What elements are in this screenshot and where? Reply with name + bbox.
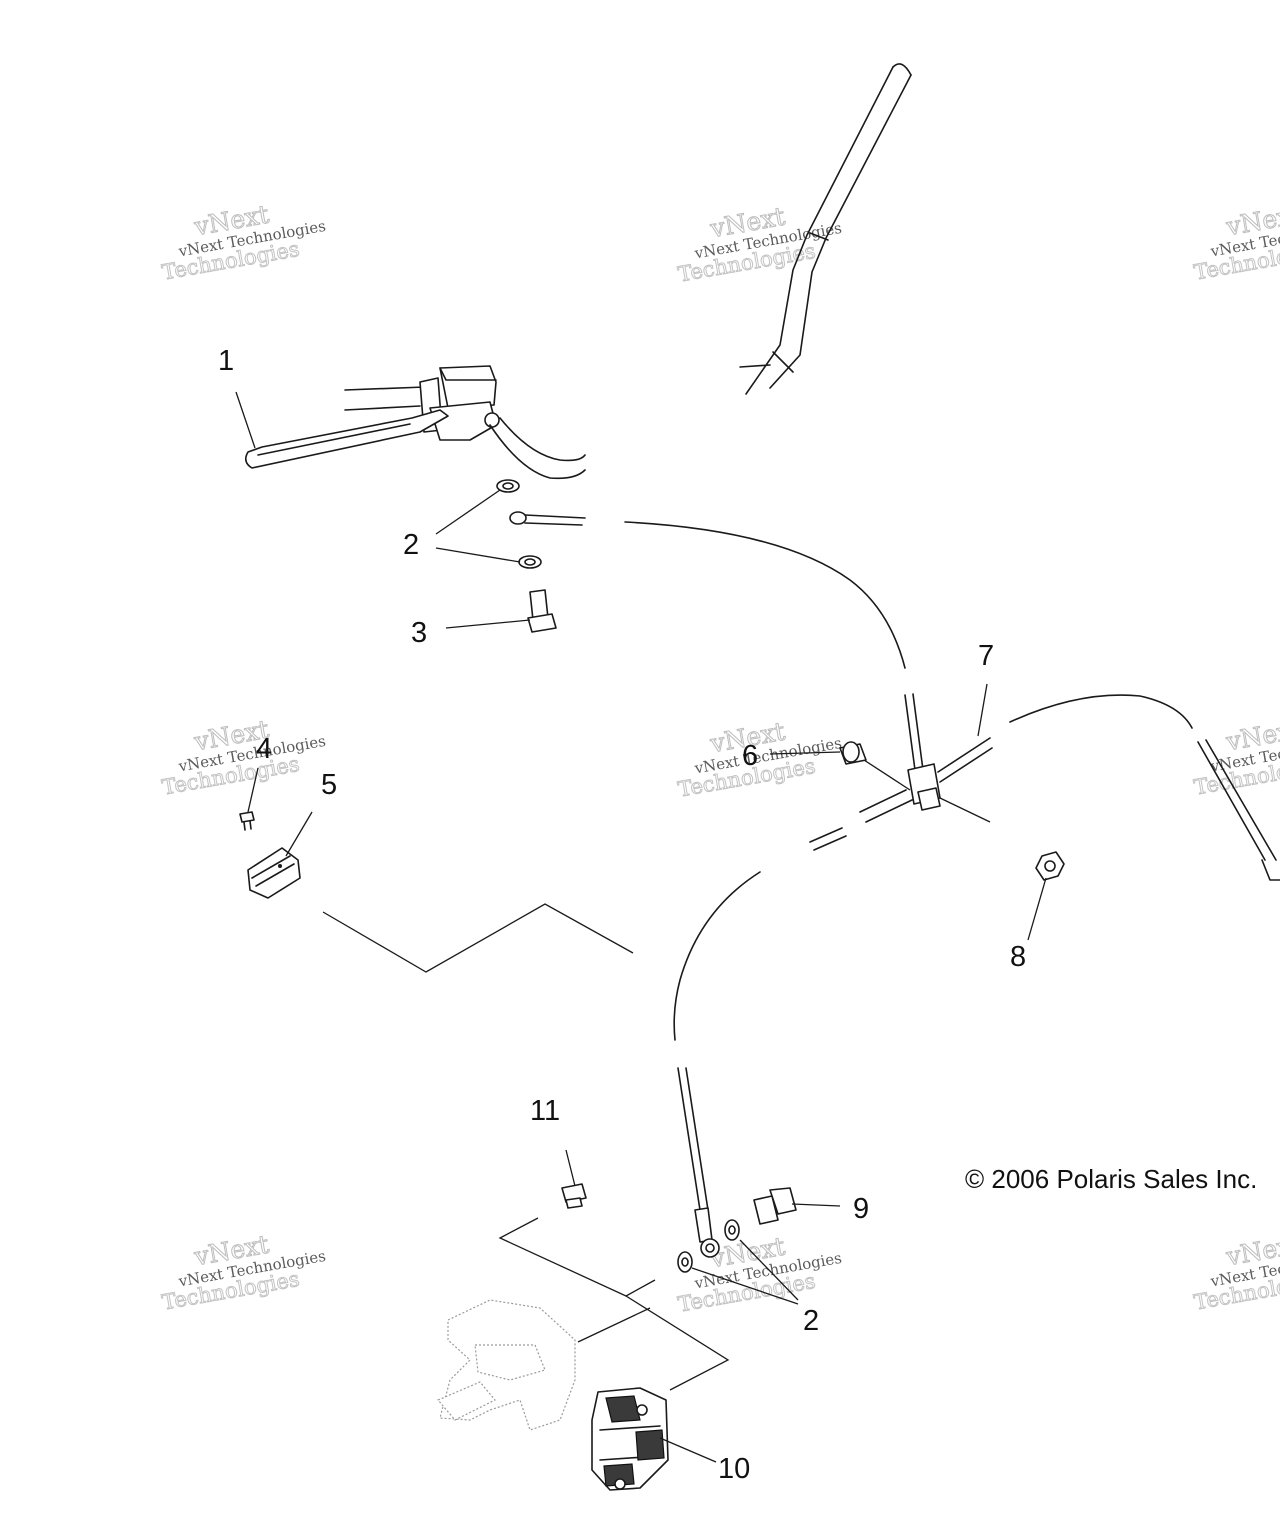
watermark: vNext vNext Technologies Technologies — [160, 199, 327, 285]
watermark-group: vNext vNext Technologies Technologies vN… — [160, 199, 1280, 1317]
callout-11: 11 — [530, 1095, 560, 1127]
callout-6: 6 — [742, 740, 758, 772]
callouts: 1 2 3 4 5 6 7 8 9 10 11 2 — [218, 345, 1026, 1485]
exploded-lines — [322, 903, 730, 1391]
brake-hose-lower — [673, 871, 761, 1258]
callout-7: 7 — [978, 640, 994, 672]
watermark: vNext vNext Technologies Technologies — [1192, 199, 1280, 285]
callout-3: 3 — [411, 617, 427, 649]
lower-banjo-bolt — [677, 1187, 797, 1273]
watermark: vNext vNext Technologies Technologies — [1192, 1229, 1280, 1315]
washers-upper — [496, 479, 586, 569]
callout-1: 1 — [218, 345, 234, 377]
brake-hose-upper — [624, 521, 924, 771]
junction-nut — [1035, 851, 1065, 881]
leader-lines — [235, 391, 1047, 1463]
caliper-bolt — [561, 1183, 587, 1209]
hose-clip — [239, 811, 301, 899]
callout-9: 9 — [853, 1193, 869, 1225]
junction-bolt — [839, 741, 911, 791]
callout-8: 8 — [1010, 941, 1026, 973]
callout-5: 5 — [321, 769, 337, 801]
banjo-bolt — [527, 589, 557, 633]
callout-4: 4 — [256, 733, 272, 765]
watermark: vNext vNext Technologies Technologies — [160, 714, 327, 800]
watermark: vNext vNext Technologies Technologies — [676, 201, 843, 287]
brake-junction — [809, 694, 1280, 881]
watermark: vNext vNext Technologies Technologies — [160, 1229, 327, 1315]
spindle-ghost — [437, 1299, 576, 1431]
callout-2: 2 — [403, 529, 419, 561]
brake-caliper — [591, 1387, 669, 1491]
callout-10: 10 — [718, 1453, 750, 1485]
callout-2-lower: 2 — [803, 1305, 819, 1337]
handlebar — [739, 63, 912, 395]
master-cylinder — [244, 365, 586, 480]
copyright-text: © 2006 Polaris Sales Inc. — [965, 1164, 1257, 1194]
